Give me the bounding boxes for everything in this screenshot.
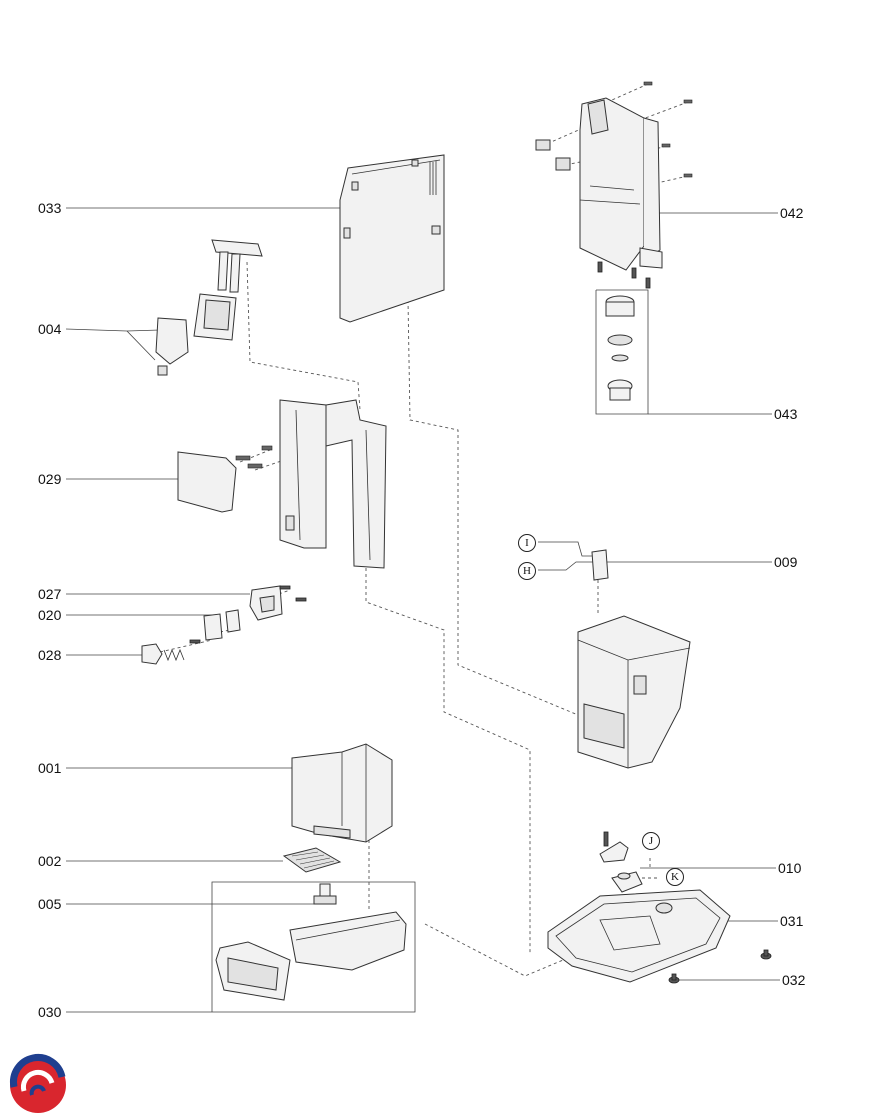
label-028: 028 (38, 647, 62, 663)
part-004-handle-assembly (155, 239, 263, 376)
part-027-bracket (249, 585, 307, 621)
part-033-side-panel (339, 154, 445, 323)
label-033: 033 (38, 200, 62, 216)
label-027: 027 (38, 586, 62, 602)
label-030: 030 (38, 1004, 62, 1020)
part-001-grounds-container (291, 743, 393, 843)
main-chassis-frame (577, 615, 691, 769)
marker-h: H (518, 562, 536, 580)
part-032-feet (668, 949, 772, 984)
label-032: 032 (782, 972, 806, 988)
logo-blue-arc (10, 1054, 66, 1088)
label-029: 029 (38, 471, 62, 487)
marker-j: J (642, 832, 660, 850)
part-030-drip-tray (215, 911, 407, 1001)
brand-logo (10, 1054, 66, 1113)
part-020-plate (189, 609, 241, 644)
label-002: 002 (38, 853, 62, 869)
part-043-valve-stack (597, 261, 651, 401)
label-031: 031 (780, 913, 804, 929)
marker-i: I (518, 534, 536, 552)
part-028-button-spring (141, 643, 185, 665)
label-043: 043 (774, 406, 798, 422)
part-005-float (313, 883, 337, 905)
part-002-drip-grid (282, 847, 342, 873)
label-010: 010 (778, 860, 802, 876)
part-009-sensor-switch (591, 549, 609, 581)
part-010-valve (599, 831, 643, 893)
label-001: 001 (38, 760, 62, 776)
label-004: 004 (38, 321, 62, 337)
part-031-base (547, 889, 731, 983)
label-020: 020 (38, 607, 62, 623)
part-029-front-frame (177, 399, 387, 569)
label-005: 005 (38, 896, 62, 912)
label-042: 042 (780, 205, 804, 221)
label-009: 009 (774, 554, 798, 570)
logo-inner-arc (29, 1084, 46, 1096)
part-042-brew-housing (535, 81, 693, 271)
callout-lines (65, 207, 780, 1013)
marker-k: K (666, 868, 684, 886)
logo-white-arc (20, 1069, 55, 1092)
